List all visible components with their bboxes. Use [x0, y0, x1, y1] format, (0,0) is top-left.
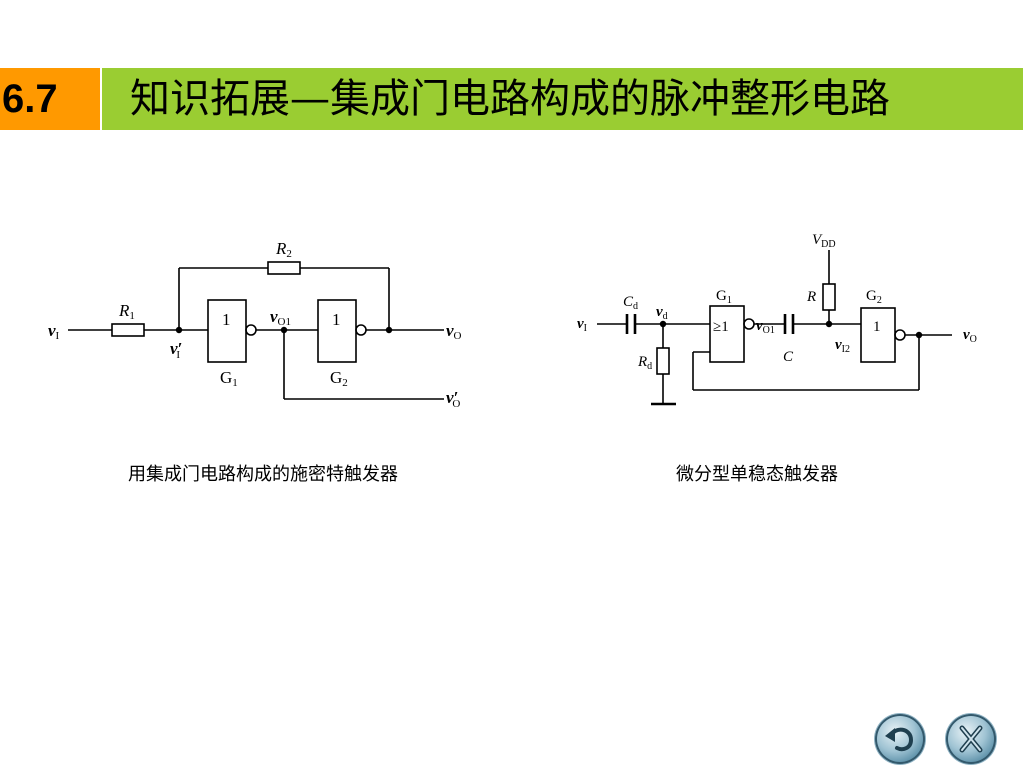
svg-text:≥1: ≥1 [713, 319, 729, 335]
resistor-r1 [111, 323, 145, 337]
svg-text:vd: vd [656, 304, 668, 322]
svg-text:vI: vI [577, 316, 587, 334]
gate-g1-nor [709, 305, 745, 363]
resistor-rd [656, 347, 670, 375]
resistor-r2 [267, 261, 301, 275]
svg-text:R1: R1 [118, 301, 135, 322]
svg-text:vI: vI [48, 321, 60, 342]
svg-text:Rd: Rd [637, 354, 652, 372]
return-arrow-icon [885, 727, 914, 752]
monostable-trigger-caption: 微分型单稳态触发器 [676, 464, 838, 485]
svg-text:VDD: VDD [812, 232, 836, 250]
svg-text:Cd: Cd [623, 294, 638, 312]
svg-text:vO1: vO1 [756, 318, 775, 336]
svg-text:vO1: vO1 [270, 307, 291, 328]
schmitt-trigger-diagram: vI R1 R2 v′I 1 1 G1 G2 vO1 vO v′O [48, 239, 462, 410]
slide-header: 6.7 知识拓展—集成门电路构成的脉冲整形电路 [0, 68, 1023, 130]
close-x-icon [959, 725, 983, 753]
svg-text:1: 1 [332, 310, 341, 329]
svg-text:vI2: vI2 [835, 337, 850, 355]
svg-text:G1: G1 [220, 368, 238, 389]
svg-text:v′I: v′I [170, 339, 182, 361]
svg-text:R: R [806, 289, 816, 305]
slide-title: 知识拓展—集成门电路构成的脉冲整形电路 [130, 76, 890, 122]
svg-text:v′O: v′O [446, 388, 460, 410]
svg-text:G2: G2 [330, 368, 348, 389]
gate-g2-inverter [860, 307, 896, 363]
svg-text:G2: G2 [866, 288, 882, 306]
svg-text:vO: vO [963, 327, 977, 345]
svg-text:G1: G1 [716, 288, 732, 306]
title-bar: 知识拓展—集成门电路构成的脉冲整形电路 [102, 68, 1023, 130]
svg-text:R2: R2 [275, 239, 292, 260]
svg-text:C: C [783, 349, 794, 365]
schmitt-trigger-caption: 用集成门电路构成的施密特触发器 [128, 464, 398, 485]
svg-text:vO: vO [446, 321, 462, 342]
svg-text:1: 1 [873, 319, 881, 335]
svg-text:1: 1 [222, 310, 231, 329]
close-button[interactable] [946, 714, 996, 764]
section-number: 6.7 [0, 68, 100, 130]
monostable-trigger-diagram: vI Cd vd Rd G1 ≥1 vO1 C VDD R vI2 G2 1 v… [577, 232, 977, 406]
resistor-r [822, 283, 836, 311]
back-button[interactable] [875, 714, 925, 764]
